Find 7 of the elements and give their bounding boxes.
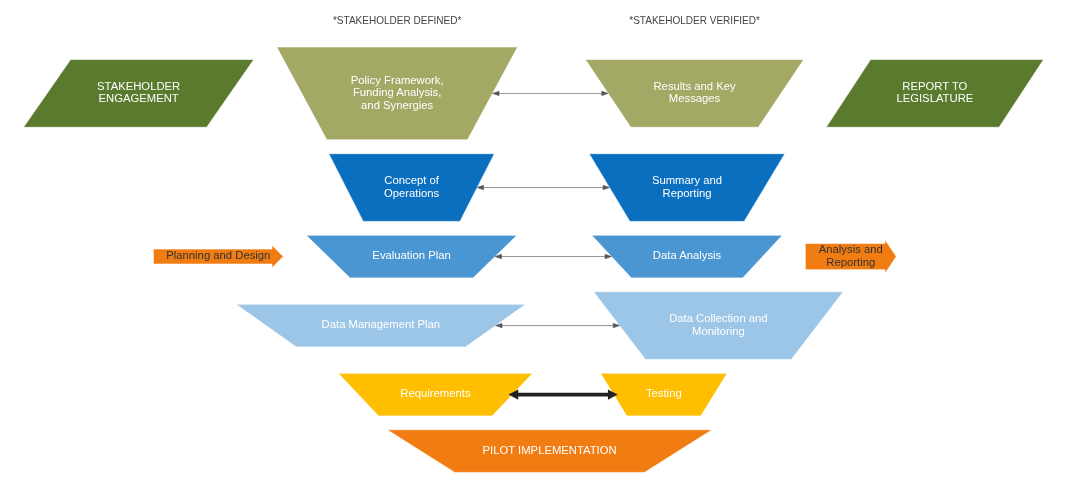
label: *STAKEHOLDER DEFINED*	[332, 15, 462, 27]
arrow	[476, 185, 610, 191]
arrow	[494, 254, 612, 260]
arrow	[492, 90, 609, 96]
arrow	[495, 323, 620, 329]
label: *STAKEHOLDER VERIFIED*	[629, 15, 760, 27]
arrow	[508, 389, 618, 400]
